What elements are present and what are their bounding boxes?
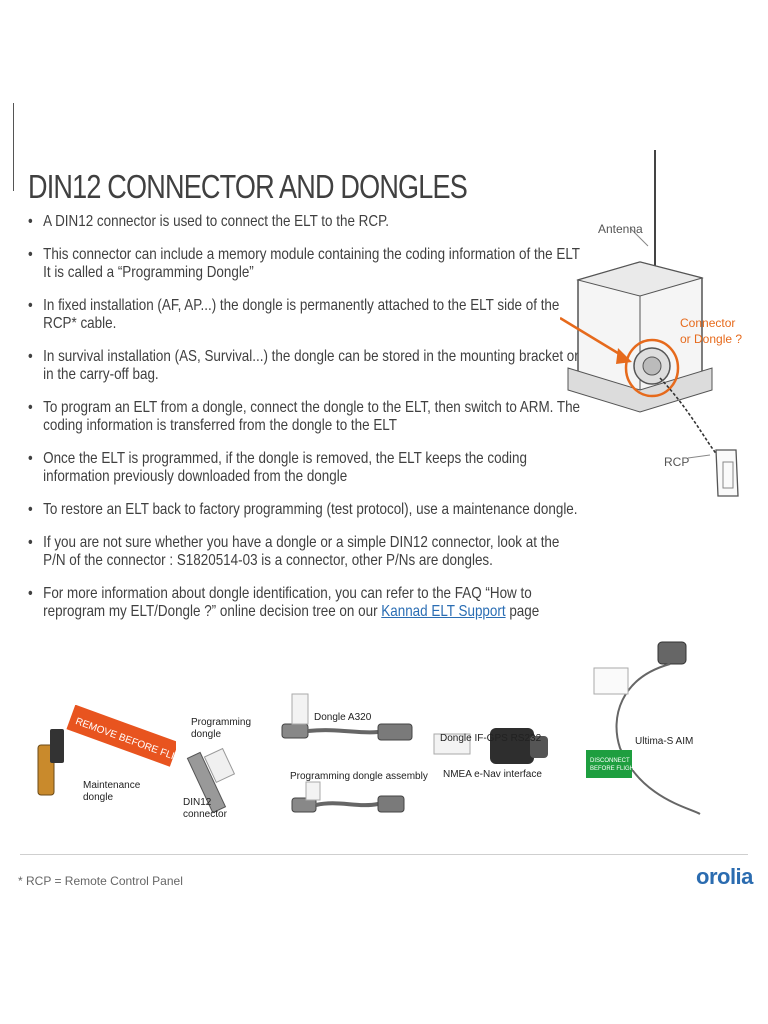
- list-item: Once the ELT is programmed, if the dongl…: [28, 450, 581, 486]
- list-item: To program an ELT from a dongle, connect…: [28, 399, 581, 435]
- orolia-logo: orolia: [696, 864, 753, 889]
- green-tag-line-2: BEFORE FLIGHT: [590, 766, 638, 772]
- footnote: * RCP = Remote Control Panel: [18, 874, 183, 888]
- list-item: This connector can include a memory modu…: [28, 246, 581, 282]
- antenna-label: Antenna: [598, 222, 643, 236]
- kannad-elt-support-link[interactable]: Kannad ELT Support: [381, 603, 506, 620]
- programming-dongle-assembly-caption: Programming dongle assembly: [290, 771, 428, 782]
- elt-illustration: [559, 150, 739, 497]
- page-title: DIN12 CONNECTOR AND DONGLES: [28, 168, 468, 206]
- rcp-label: RCP: [664, 455, 690, 469]
- title-accent-rule: [13, 103, 14, 191]
- bullet-list: A DIN12 connector is used to connect the…: [28, 213, 668, 636]
- nmea-caption: NMEA e-Nav interface: [443, 769, 542, 780]
- maintenance-dongle-image: REMOVE BEFORE FLIGHT: [37, 705, 176, 796]
- ultima-s-aim-image: DISCONNECT BEFORE FLIGHT: [586, 641, 701, 815]
- dongle-a320-caption: Dongle A320: [314, 712, 372, 723]
- dongle-if-gps-caption: Dongle IF-GPS RS232: [440, 733, 542, 744]
- list-item: In survival installation (AS, Survival..…: [28, 348, 581, 384]
- list-item: In fixed installation (AF, AP...) the do…: [28, 297, 581, 333]
- dongle-if-gps-image: [433, 728, 548, 764]
- list-item: A DIN12 connector is used to connect the…: [28, 213, 581, 231]
- list-item: If you are not sure whether you have a d…: [28, 534, 581, 570]
- list-item: For more information about dongle identi…: [28, 585, 581, 621]
- green-tag-line-1: DISCONNECT: [590, 758, 630, 764]
- footer-divider: [20, 854, 748, 855]
- list-item: To restore an ELT back to factory progra…: [28, 501, 581, 519]
- programming-dongle-image: [186, 747, 236, 814]
- dongle-a320-image: [281, 693, 413, 741]
- ultima-s-aim-caption: Ultima-S AIM: [635, 736, 694, 747]
- programming-dongle-assembly-image: [291, 781, 405, 813]
- slide: DIN12 CONNECTOR AND DONGLES A DIN12 conn…: [0, 100, 768, 908]
